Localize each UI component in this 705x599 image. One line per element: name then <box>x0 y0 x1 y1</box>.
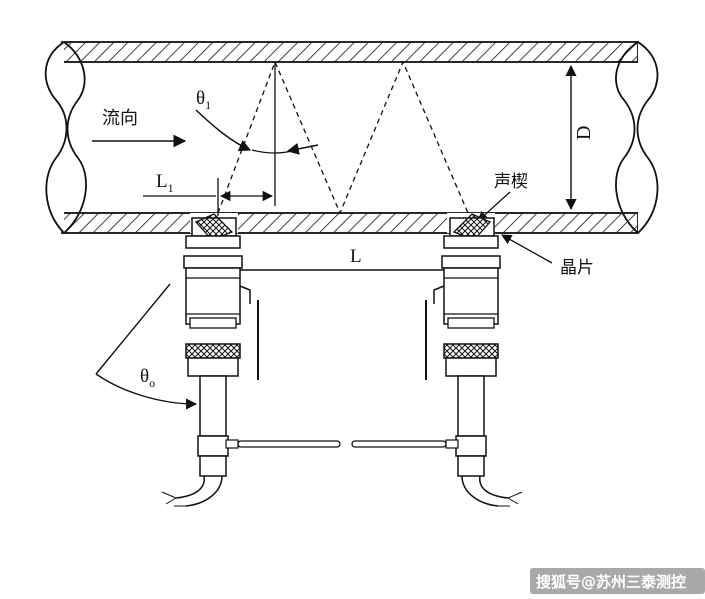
right-transducer <box>351 213 523 507</box>
pipe-left-break <box>44 41 68 234</box>
crystal-leader <box>501 234 553 264</box>
pipe-bottom-wall <box>61 212 639 234</box>
watermark-background <box>530 568 705 594</box>
theta0-subscript: o <box>149 376 155 390</box>
acoustic-path <box>217 60 469 215</box>
pipe <box>44 41 659 234</box>
theta1-subscript: 1 <box>205 98 211 112</box>
left-crystal <box>194 213 234 241</box>
theta0-ray <box>95 283 171 375</box>
L1-label: L1 <box>156 171 174 195</box>
flow-direction-label: 流向 <box>102 108 138 129</box>
left-transducer <box>161 213 341 507</box>
theta1-label: θ1 <box>196 88 211 112</box>
theta0-arc <box>95 373 198 410</box>
crystal-label: 晶片 <box>560 258 594 278</box>
sound-wedge-leader <box>477 191 511 222</box>
pipe-top-wall <box>61 41 639 63</box>
sound-wedge-label: 声楔 <box>494 172 528 192</box>
L1-subscript: 1 <box>168 181 174 195</box>
left-knurled-nut <box>185 343 241 359</box>
D-label: D <box>573 126 595 140</box>
right-knurled-nut <box>443 343 499 359</box>
L-label: L <box>350 246 362 267</box>
pipe-right-break <box>615 41 639 234</box>
theta0-label: θo <box>140 366 155 390</box>
theta1-leader <box>195 109 252 152</box>
watermark-text: 搜狐号@苏州三泰测控 <box>536 573 686 591</box>
